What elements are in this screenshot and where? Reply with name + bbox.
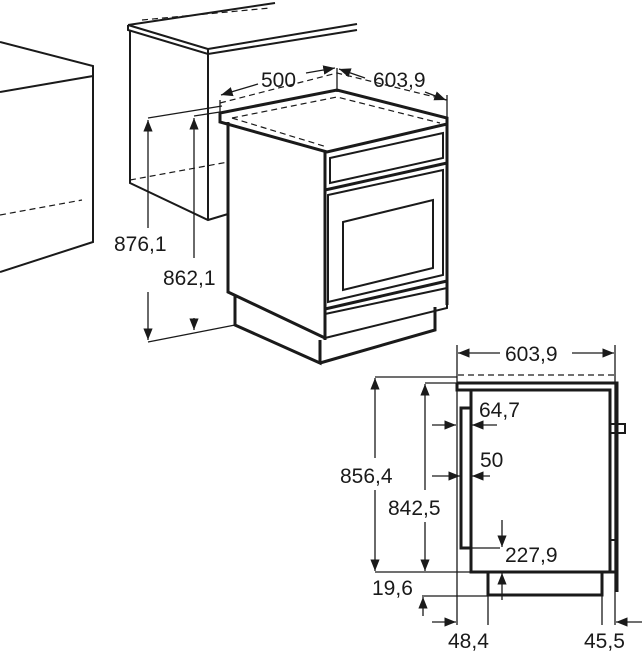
adjacent-worktop-cabinet [127, 2, 358, 222]
label-handle-depth: 50 [480, 449, 503, 472]
cooker-side-view [455, 345, 626, 625]
label-side-width: 603,9 [505, 343, 558, 366]
label-plinth-height: 19,6 [372, 577, 413, 600]
label-rear-offset: 45,5 [584, 630, 625, 652]
label-side-body-height: 842,5 [388, 497, 441, 520]
side-view-dimensions [370, 348, 642, 627]
perspective-dimensions [143, 65, 448, 343]
label-body-height: 862,1 [163, 267, 216, 290]
label-handle-offset-top: 64,7 [479, 399, 520, 422]
label-front-offset: 48,4 [448, 630, 489, 652]
label-handle-bottom: 227,9 [505, 544, 558, 567]
left-cabinet [0, 41, 94, 273]
label-depth: 500 [261, 69, 296, 92]
label-total-height: 876,1 [114, 233, 167, 256]
label-width: 603,9 [373, 69, 426, 92]
label-side-total-height: 856,4 [340, 465, 393, 488]
cooker-perspective [218, 88, 449, 366]
